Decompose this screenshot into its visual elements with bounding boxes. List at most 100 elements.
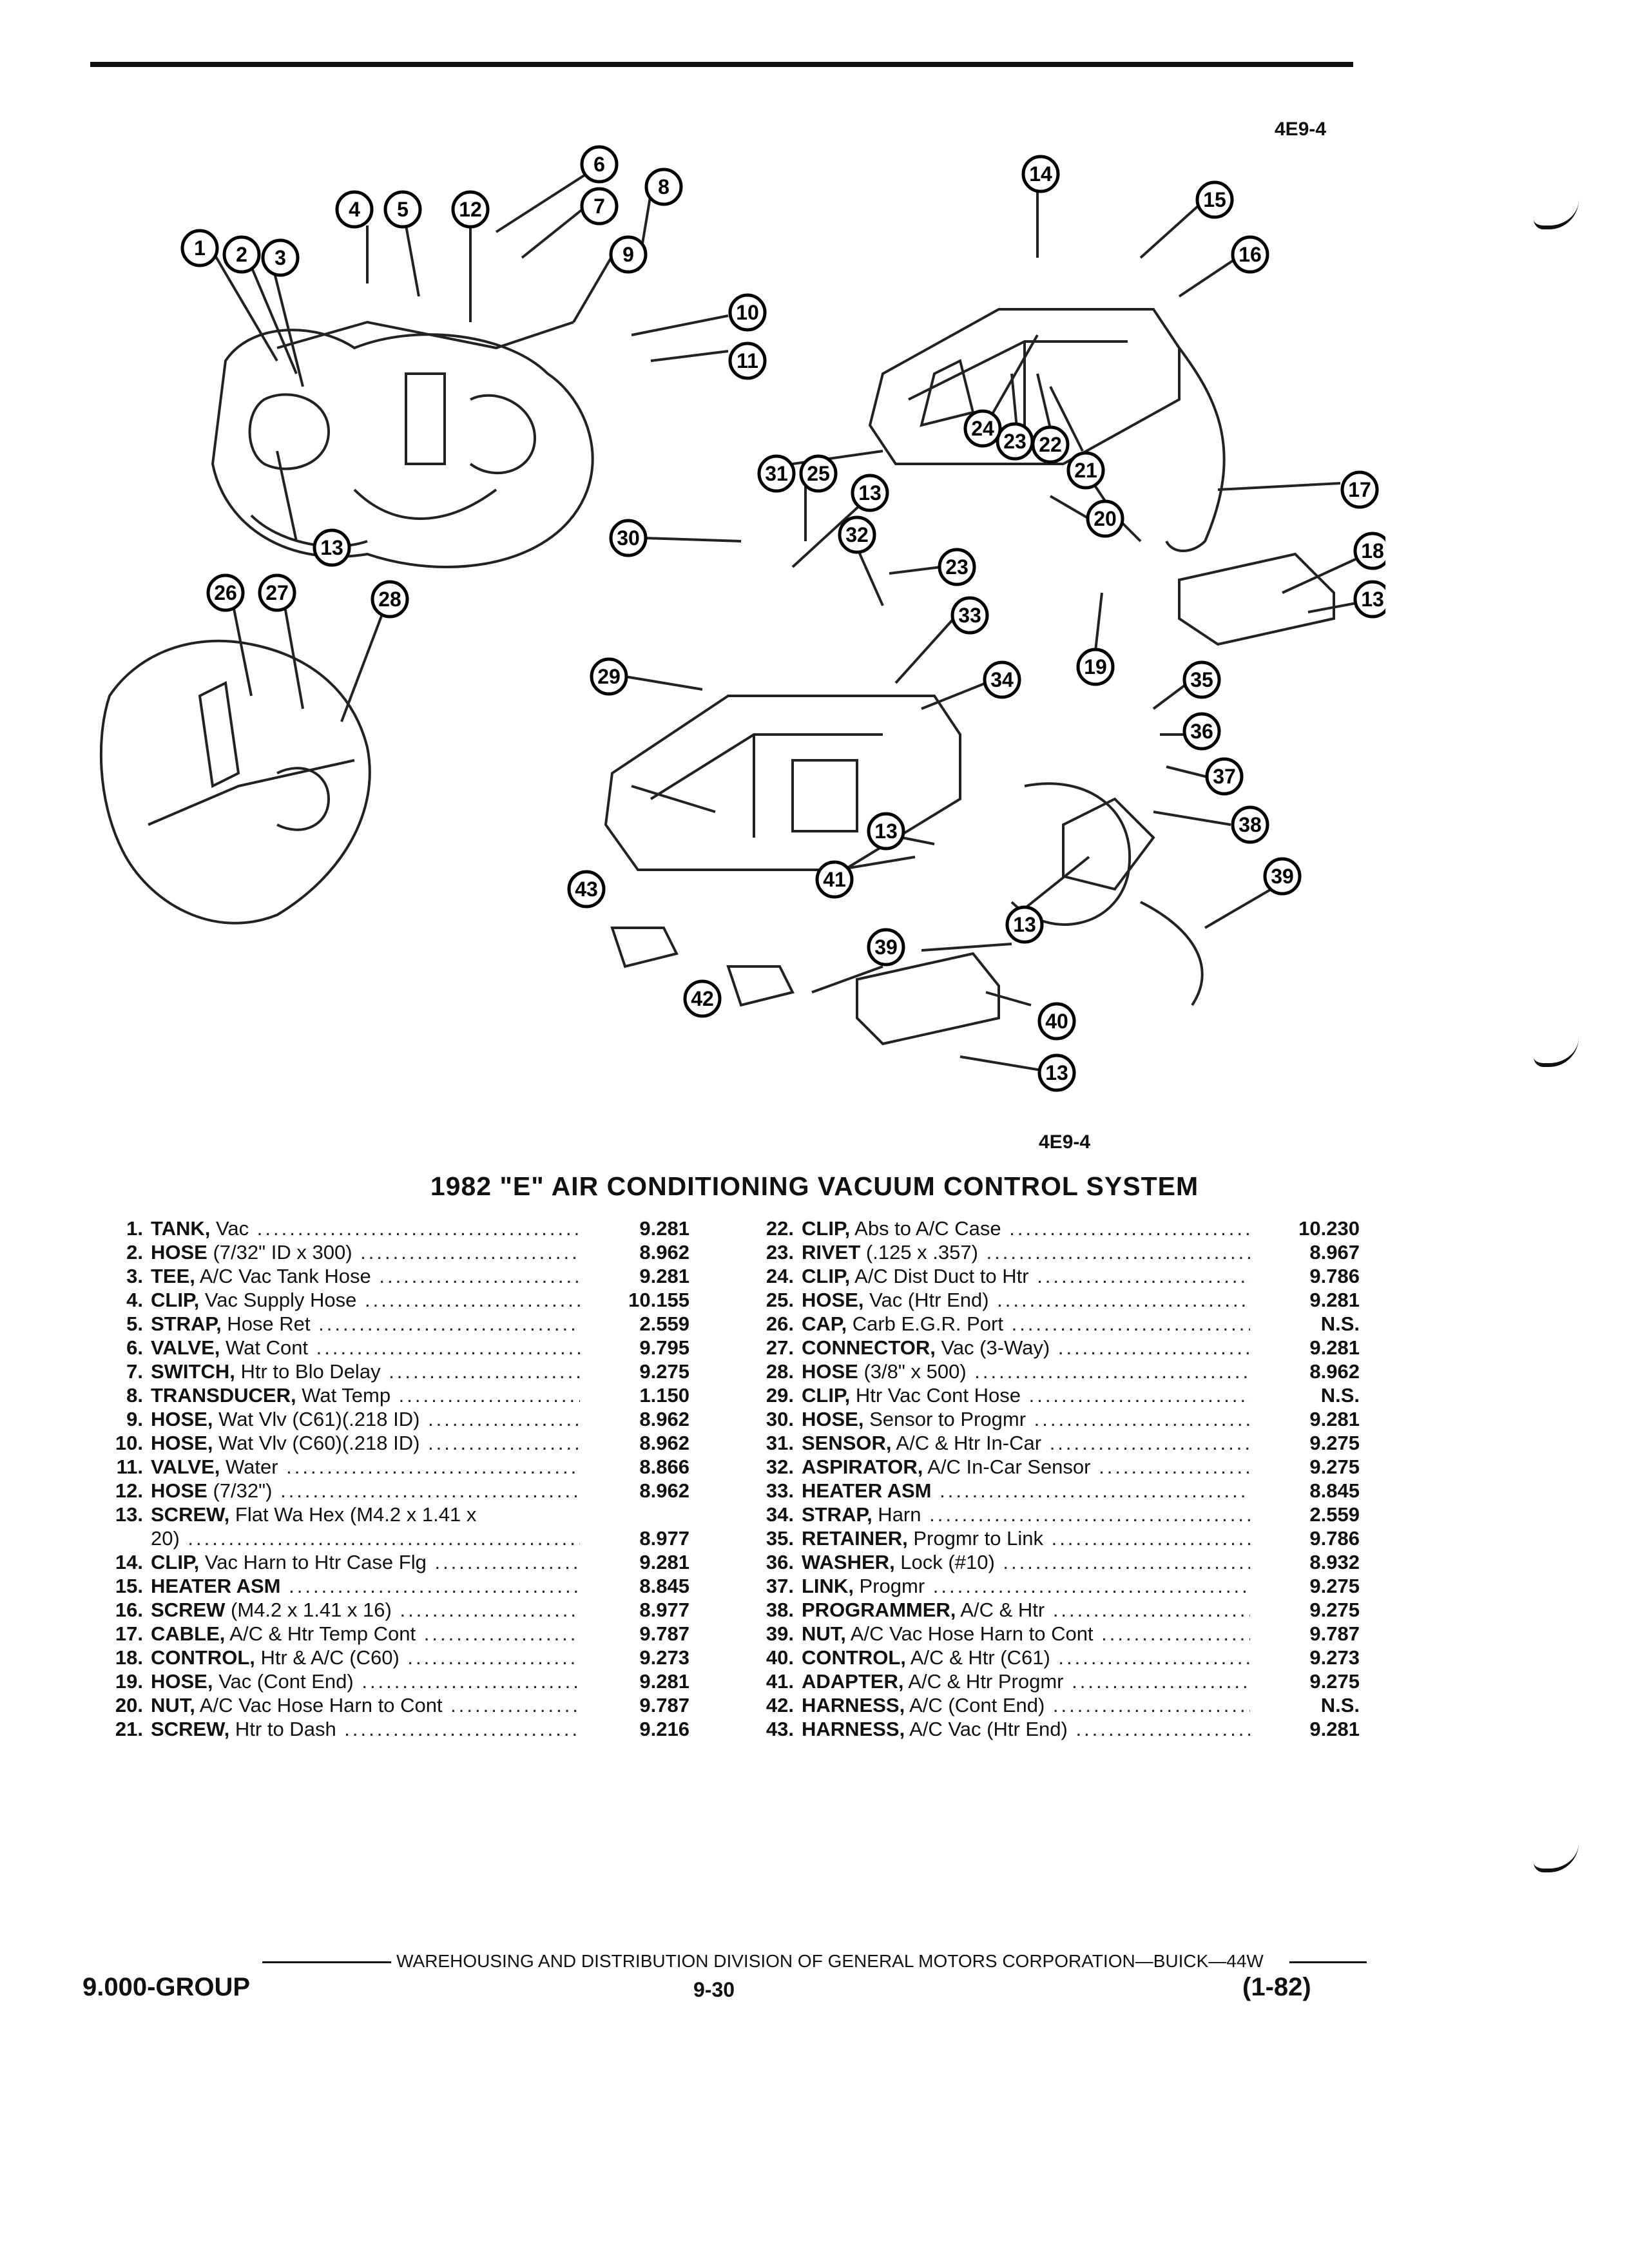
dot-leader: ........................................… bbox=[1009, 1217, 1250, 1240]
part-description: TEE, A/C Vac Tank Hose .................… bbox=[151, 1264, 580, 1288]
dot-leader: ........................................… bbox=[940, 1479, 1250, 1502]
callout-13: 13 bbox=[1037, 1053, 1076, 1092]
part-row: 13. SCREW, Flat Wa Hex (M4.2 x 1.41 x bbox=[97, 1503, 689, 1526]
margin-mark bbox=[1534, 1037, 1579, 1067]
callout-40: 40 bbox=[1037, 1002, 1076, 1041]
part-description: VALVE, Wat Cont ........................… bbox=[151, 1336, 580, 1360]
part-row: 30.HOSE, Sensor to Progmr ..............… bbox=[747, 1407, 1360, 1431]
part-name: NUT, bbox=[802, 1622, 846, 1645]
part-group-code: 9.275 bbox=[1309, 1575, 1360, 1597]
footer-division: WAREHOUSING AND DISTRIBUTION DIVISION OF… bbox=[0, 1951, 1629, 1972]
part-description: CLIP, Htr Vac Cont Hose ................… bbox=[802, 1383, 1250, 1407]
dot-leader: ........................................… bbox=[1057, 1336, 1250, 1359]
part-number: 39. bbox=[766, 1622, 794, 1645]
part-number: 13. bbox=[115, 1503, 143, 1526]
part-name: HARNESS, bbox=[802, 1694, 905, 1716]
part-name: CLIP, bbox=[802, 1384, 851, 1407]
callout-11: 11 bbox=[728, 341, 767, 380]
part-row: 20.NUT, A/C Vac Hose Harn to Cont ......… bbox=[97, 1693, 689, 1717]
callout-43: 43 bbox=[567, 870, 606, 908]
part-number: 14. bbox=[115, 1551, 143, 1573]
svg-text:12: 12 bbox=[459, 198, 482, 221]
figure-ref-bottom: 4E9-4 bbox=[1039, 1131, 1091, 1153]
dot-leader: ........................................… bbox=[1058, 1646, 1250, 1669]
part-detail: (7/32") bbox=[207, 1479, 273, 1502]
margin-mark bbox=[1534, 200, 1579, 229]
part-name: TRANSDUCER, bbox=[151, 1384, 296, 1407]
part-description: HARNESS, A/C (Cont End) ................… bbox=[802, 1693, 1250, 1717]
part-number: 27. bbox=[766, 1336, 794, 1359]
part-group-code: 9.281 bbox=[639, 1265, 689, 1287]
part-row: 1.TANK, Vac ............................… bbox=[97, 1216, 689, 1240]
part-name: HARNESS, bbox=[802, 1718, 905, 1740]
page-title: 1982 "E" AIR CONDITIONING VACUUM CONTROL… bbox=[430, 1171, 1199, 1201]
part-row: 39.NUT, A/C Vac Hose Harn to Cont ......… bbox=[747, 1622, 1360, 1646]
part-number: 25. bbox=[766, 1289, 794, 1311]
svg-text:13: 13 bbox=[874, 820, 898, 843]
part-group-code: 8.932 bbox=[1309, 1551, 1360, 1573]
part-row: 43. HARNESS, A/C Vac (Htr End) ..........… bbox=[747, 1717, 1360, 1741]
svg-text:38: 38 bbox=[1239, 813, 1262, 836]
part-row: 2.HOSE (7/32" ID x 300) ................… bbox=[97, 1240, 689, 1264]
part-name: WASHER, bbox=[802, 1551, 895, 1573]
part-row: 32.ASPIRATOR, A/C In-Car Sensor ........… bbox=[747, 1455, 1360, 1479]
part-description: HARNESS, A/C Vac (Htr End) .............… bbox=[802, 1717, 1250, 1741]
svg-text:28: 28 bbox=[378, 588, 401, 611]
part-row: 41.ADAPTER, A/C & Htr Progmr ...........… bbox=[747, 1669, 1360, 1693]
part-group-code: 10.155 bbox=[628, 1289, 689, 1311]
part-group-code: 2.559 bbox=[639, 1312, 689, 1335]
part-detail: Water bbox=[220, 1456, 278, 1478]
part-number: 7. bbox=[126, 1360, 143, 1383]
dot-leader: ........................................… bbox=[286, 1456, 580, 1478]
part-number: 42. bbox=[766, 1694, 794, 1716]
dot-leader: ........................................… bbox=[318, 1312, 580, 1335]
svg-text:20: 20 bbox=[1094, 507, 1117, 530]
dot-leader: ........................................… bbox=[1028, 1384, 1250, 1407]
part-description: HOSE, Vac (Cont End) ...................… bbox=[151, 1669, 580, 1693]
part-row: 34.STRAP, Harn .........................… bbox=[747, 1503, 1360, 1526]
part-number: 38. bbox=[766, 1599, 794, 1621]
svg-text:25: 25 bbox=[807, 462, 830, 485]
svg-text:26: 26 bbox=[214, 581, 237, 604]
dot-leader: ........................................… bbox=[398, 1384, 580, 1407]
part-detail: A/C Dist Duct to Htr bbox=[850, 1265, 1029, 1287]
dot-leader: ........................................… bbox=[1049, 1432, 1250, 1454]
part-name: CONNECTOR, bbox=[802, 1336, 936, 1359]
part-row: 35.RETAINER, Progmr to Link ............… bbox=[747, 1526, 1360, 1550]
part-row: 21.SCREW, Htr to Dash ..................… bbox=[97, 1717, 689, 1741]
part-name: VALVE, bbox=[151, 1456, 220, 1478]
callout-34: 34 bbox=[983, 660, 1021, 699]
part-detail: Hose Ret bbox=[221, 1312, 311, 1335]
part-row: 11.VALVE, Water ........................… bbox=[97, 1455, 689, 1479]
part-group-code: 9.281 bbox=[1309, 1718, 1360, 1740]
dot-leader: ........................................… bbox=[423, 1622, 580, 1645]
part-detail: Lock (#10) bbox=[894, 1551, 995, 1573]
part-detail: A/C & Htr Progmr bbox=[903, 1670, 1064, 1693]
part-detail: Htr to Dash bbox=[229, 1718, 336, 1740]
part-name: NUT, bbox=[151, 1694, 195, 1716]
part-number: 37. bbox=[766, 1575, 794, 1597]
part-detail: Wat Cont bbox=[220, 1336, 309, 1359]
vacuum-system-diagram: 1 2 3 4 5 12 6 7 8 9 10 11 13 14 15 16 1… bbox=[99, 145, 1385, 1092]
part-description: CABLE, A/C & Htr Temp Cont .............… bbox=[151, 1622, 580, 1646]
svg-text:7: 7 bbox=[593, 195, 605, 218]
part-detail: Htr to Blo Delay bbox=[235, 1360, 381, 1383]
part-description: CONTROL, Htr & A/C (C60) ...............… bbox=[151, 1646, 580, 1669]
part-detail: Progmr bbox=[853, 1575, 925, 1597]
callout-4: 4 bbox=[335, 190, 374, 229]
part-row: 33.HEATER ASM ..........................… bbox=[747, 1479, 1360, 1503]
part-number: 34. bbox=[766, 1503, 794, 1526]
svg-text:42: 42 bbox=[691, 987, 714, 1010]
part-group-code: 8.977 bbox=[639, 1527, 689, 1550]
part-detail: Wat Vlv (C60)(.218 ID) bbox=[213, 1432, 420, 1454]
part-detail: Vac Supply Hose bbox=[199, 1289, 357, 1311]
part-group-code: 2.559 bbox=[1309, 1503, 1360, 1526]
part-name: HOSE, bbox=[151, 1432, 213, 1454]
part-name: SCREW, bbox=[151, 1718, 230, 1740]
callout-39: 39 bbox=[867, 928, 905, 966]
part-number: 43. bbox=[766, 1718, 794, 1740]
svg-text:31: 31 bbox=[765, 462, 788, 485]
svg-text:18: 18 bbox=[1361, 539, 1384, 562]
part-description: SCREW, Flat Wa Hex (M4.2 x 1.41 x bbox=[151, 1503, 580, 1526]
part-name: HOSE, bbox=[151, 1670, 213, 1693]
